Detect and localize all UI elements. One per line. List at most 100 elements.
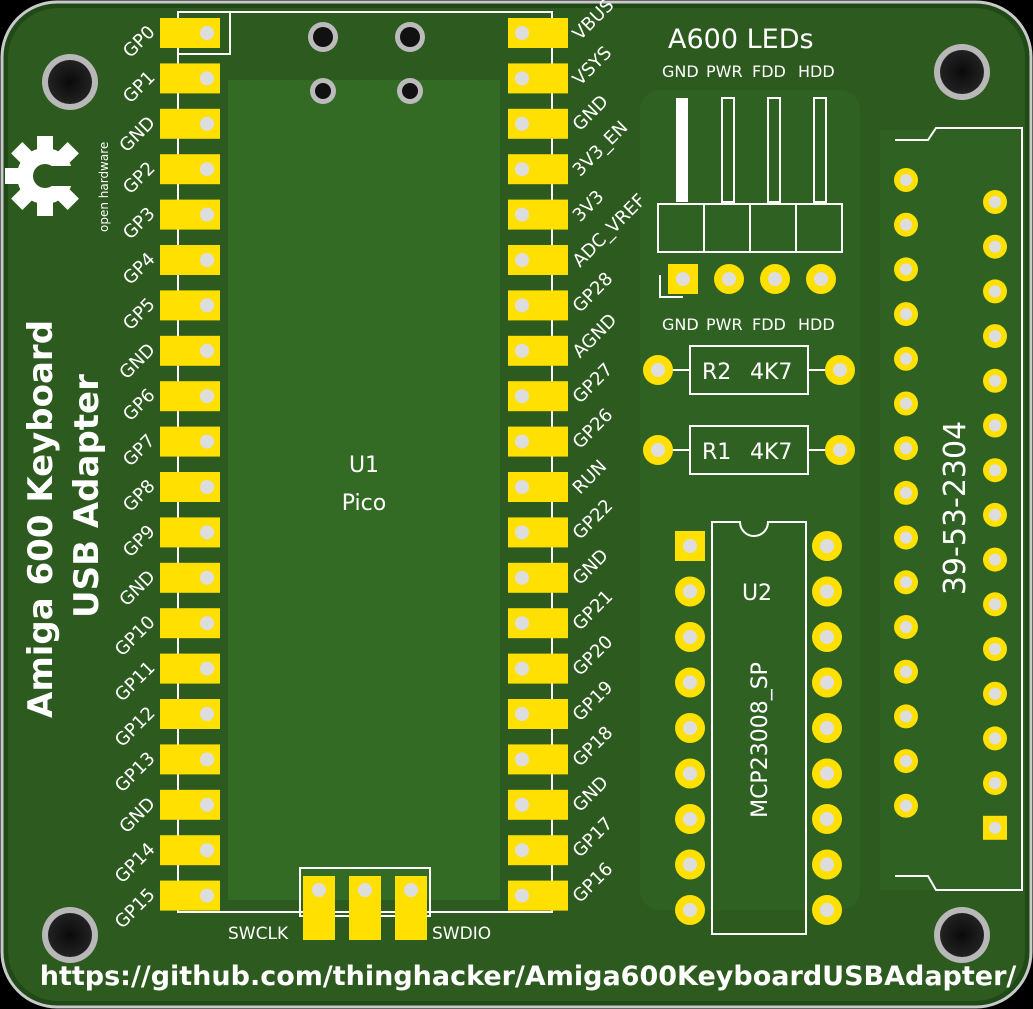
connector-pads — [894, 168, 1007, 840]
pico-ref: U1 — [349, 453, 379, 478]
connector-pad-hole — [900, 576, 912, 589]
mounting-holes — [42, 44, 990, 963]
pico-pad-hole — [515, 616, 529, 631]
connector-pad-hole — [900, 218, 912, 231]
pico-pad-hole — [200, 661, 214, 676]
pico-pad-hole — [515, 298, 529, 313]
connector-pad-hole — [900, 263, 912, 276]
r2-ref: R2 — [702, 360, 731, 385]
connector-pad-hole — [900, 710, 912, 723]
connector-outline — [895, 127, 1023, 891]
pico-pad-hole — [200, 389, 214, 404]
ic-pad-hole — [683, 857, 697, 872]
resistor-r2 — [643, 345, 855, 395]
pico-pad-hole — [515, 389, 529, 404]
pico-pad-hole — [515, 797, 529, 812]
led-bottom-label: HDD — [798, 315, 835, 334]
pico-pad-hole — [515, 707, 529, 721]
pico-pad-hole — [515, 26, 529, 40]
swd-header — [299, 867, 431, 940]
pico-pad-hole — [200, 797, 214, 812]
connector-pad-hole — [989, 687, 1001, 700]
pico-pad-hole — [515, 752, 529, 767]
pico-pad-hole — [200, 752, 214, 767]
ic-pad-hole — [820, 903, 834, 917]
pico-pad-hole — [515, 525, 529, 540]
connector-pad-hole — [989, 240, 1001, 253]
pico-pad-hole — [515, 207, 529, 222]
connector-pad-hole — [989, 464, 1001, 477]
ic-pad-hole — [683, 766, 697, 781]
swdio-label: SWDIO — [432, 924, 491, 944]
connector-pad-hole — [900, 665, 912, 678]
pico-pad-hole — [515, 116, 529, 131]
swclk-label: SWCLK — [228, 924, 289, 944]
pico-pad-hole — [200, 888, 214, 903]
led-top-label: HDD — [798, 62, 835, 81]
pico-pad-hole — [200, 162, 214, 177]
ic-u2-pads — [675, 531, 842, 925]
ic-pad-hole — [683, 584, 697, 599]
led-top-label: FDD — [752, 62, 786, 81]
connector-pad-hole — [900, 442, 912, 455]
pico-pad-hole — [200, 525, 214, 540]
ic-pad-hole — [820, 675, 834, 690]
pico-pad-hole — [200, 434, 214, 449]
connector-pad-hole — [989, 777, 1001, 790]
pico-pad-hole — [200, 570, 214, 585]
ic-pad-hole — [683, 630, 697, 644]
led-bottom-label: GND — [662, 315, 699, 334]
connector-pad-hole — [900, 308, 912, 321]
connector-pad-hole — [900, 352, 912, 365]
led-top-label: PWR — [706, 62, 743, 81]
resistor-r1 — [643, 425, 855, 475]
copper-pour-pico — [228, 80, 500, 900]
pico-pad-hole — [515, 71, 529, 86]
pico-pad-hole — [515, 843, 529, 858]
led-top-label: GND — [662, 62, 699, 81]
ic-u2 — [711, 521, 807, 935]
ic-pad-hole — [820, 857, 834, 872]
pico-pad-hole — [200, 480, 214, 494]
led-top-labels: GND PWR FDD HDD — [662, 62, 835, 81]
pico-pad-hole — [515, 570, 529, 585]
connector-pad-hole — [989, 508, 1001, 521]
r1-ref: R1 — [702, 440, 731, 465]
pico-pad-hole — [200, 207, 214, 222]
connector-part: 39-53-2304 — [938, 421, 973, 595]
connector-pad-hole — [900, 397, 912, 410]
pico-pad-hole — [200, 616, 214, 631]
connector-pad-hole — [900, 531, 912, 544]
connector-pad-hole — [989, 285, 1001, 298]
r1-value: 4K7 — [750, 440, 792, 465]
pico-usb-holes — [308, 22, 425, 104]
ic-ref: U2 — [742, 581, 772, 606]
ic-pad-hole — [683, 675, 697, 690]
board-title-line2: USB Adapter — [67, 374, 107, 618]
project-url: https://github.com/thinghacker/Amiga600K… — [40, 961, 1017, 992]
connector-pad-hole — [900, 486, 912, 499]
connector-pad-hole — [989, 196, 1001, 208]
connector-pad-hole — [989, 821, 1001, 834]
connector-pad-hole — [900, 174, 912, 186]
ic-pad-hole — [683, 721, 697, 735]
ic-pad-hole — [820, 766, 834, 781]
pico-pad-hole — [515, 888, 529, 903]
pico-pad-hole — [200, 71, 214, 86]
connector-pad-hole — [900, 755, 912, 768]
connector-pad-hole — [989, 330, 1001, 343]
pico-pad-hole — [515, 162, 529, 177]
connector-pad-hole — [900, 621, 912, 633]
ic-pad-hole — [683, 539, 697, 553]
ic-pad-hole — [820, 539, 834, 553]
ic-pad-hole — [820, 630, 834, 644]
pico-pad-hole — [515, 253, 529, 267]
connector-pad-hole — [989, 374, 1001, 387]
pico-pad-hole — [200, 26, 214, 40]
pico-pad-hole — [200, 707, 214, 721]
pico-pad-hole — [200, 253, 214, 267]
connector-pad-hole — [989, 643, 1001, 655]
led-bottom-label: PWR — [706, 315, 743, 334]
